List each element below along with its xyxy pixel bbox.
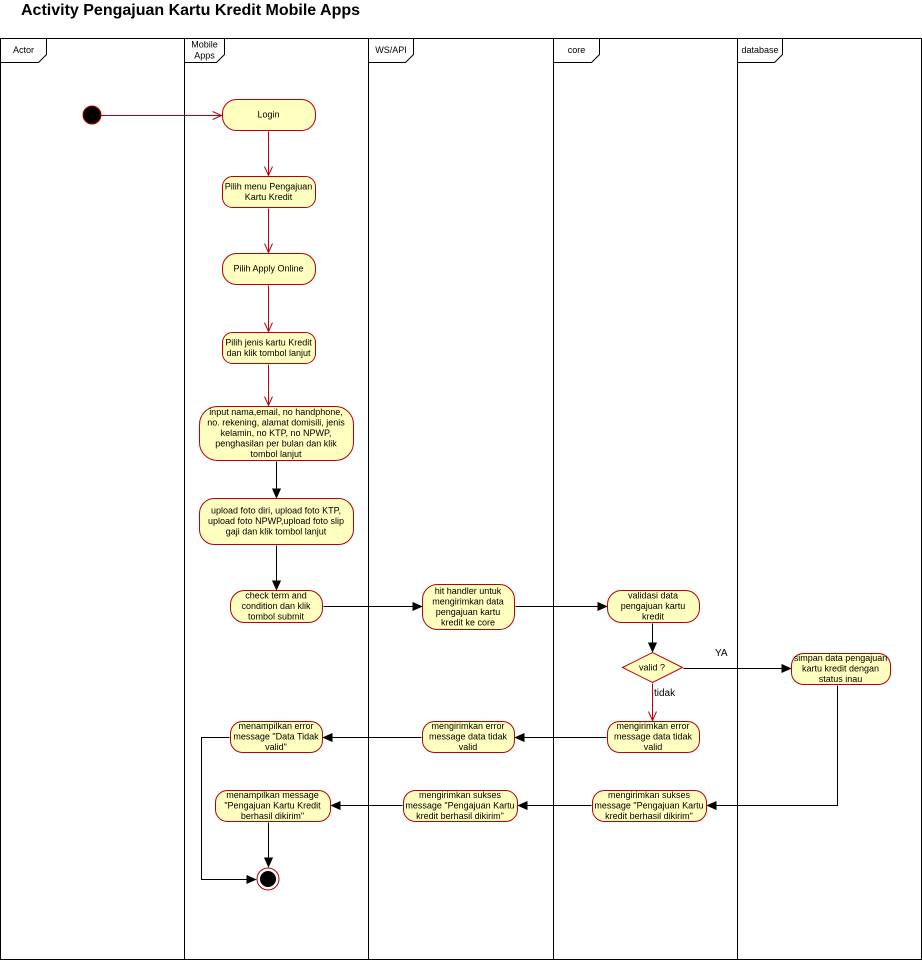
node-label-upload-foto: upload foto diri, upload foto KTP,upload… <box>208 506 344 537</box>
node-login: Login <box>222 99 316 131</box>
decision-valid: valid ? <box>621 651 684 684</box>
edge-simpan-core-sukses <box>708 685 838 806</box>
node-label-apply-online: Pilih Apply Online <box>233 264 303 274</box>
lane-label-core: core <box>568 45 586 55</box>
lane-label-database: database <box>741 45 778 55</box>
node-apply-online: Pilih Apply Online <box>222 253 316 285</box>
node-upload-foto: upload foto diri, upload foto KTP,upload… <box>199 498 354 545</box>
lane-database: database <box>737 38 922 960</box>
edge-label-ya: YA <box>715 648 728 659</box>
lane-actor: Actor <box>0 38 185 960</box>
diagram-title: Activity Pengajuan Kartu Kredit Mobile A… <box>21 2 361 19</box>
edge-mobile-error-end <box>201 737 256 880</box>
edge-label-tidak: tidak <box>654 688 676 699</box>
decision-label: valid ? <box>639 663 665 673</box>
end-node <box>256 867 280 891</box>
node-label-login: Login <box>257 110 279 120</box>
lane-label-actor: Actor <box>13 45 34 55</box>
node-label-input-data: input nama,email, no handphone,no. reken… <box>207 407 345 459</box>
node-mobile-sukses: menampilkan message"Pengajuan Kartu Kred… <box>215 790 331 822</box>
node-input-data: input nama,email, no handphone,no. reken… <box>199 406 354 461</box>
start-node <box>82 105 102 125</box>
lane-label-wsapi: WS/API <box>375 45 407 55</box>
node-label-mobile-sukses: menampilkan message"Pengajuan Kartu Kred… <box>224 790 321 821</box>
